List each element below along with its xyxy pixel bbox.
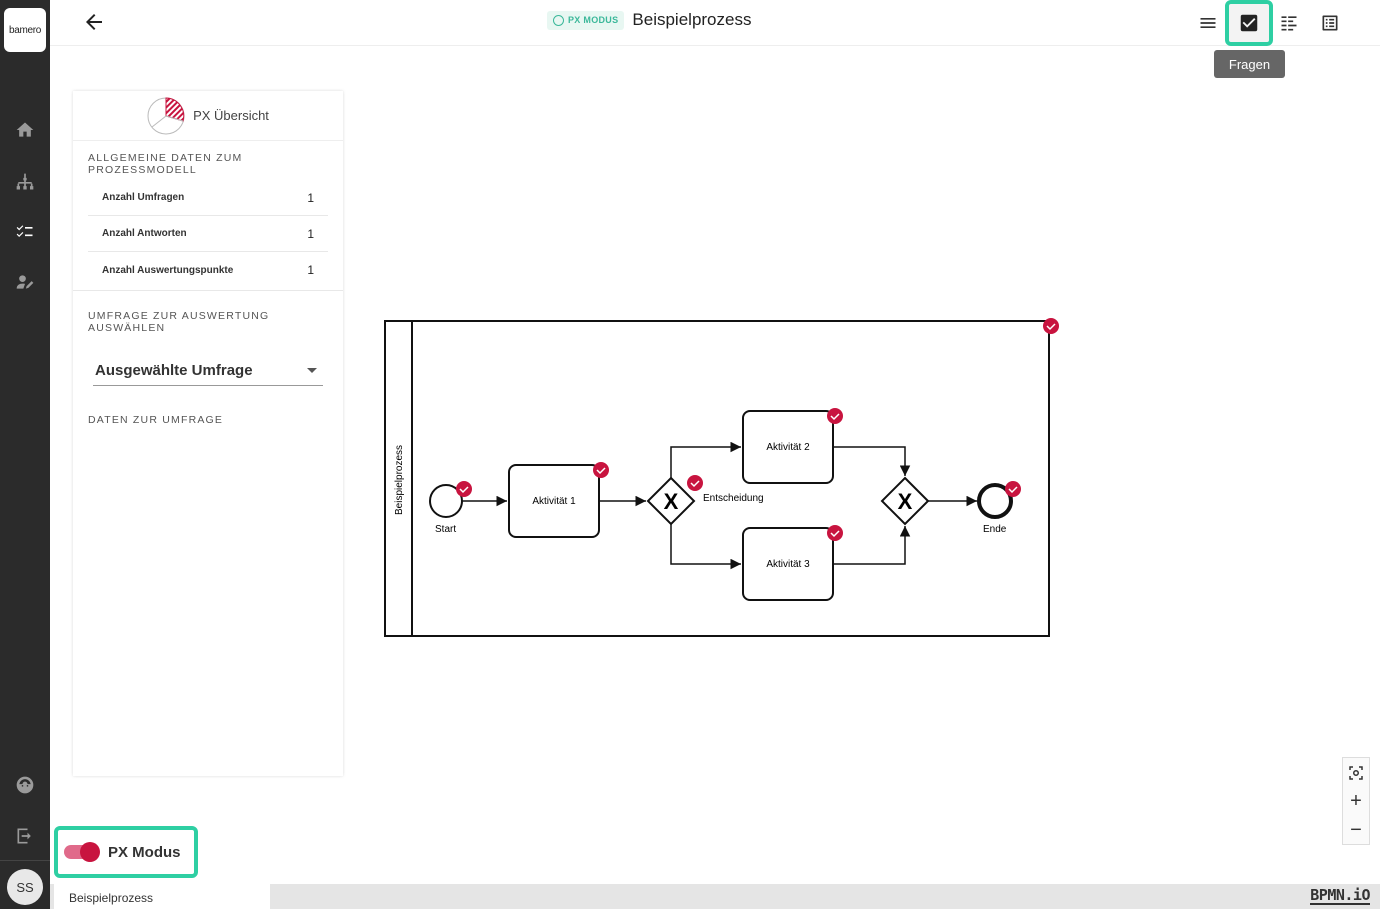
- survey-select-value: Ausgewählte Umfrage: [95, 362, 253, 379]
- bpmn-io-logo[interactable]: BPMN.iO: [1310, 886, 1370, 905]
- check-marker-icon[interactable]: [687, 475, 703, 491]
- task-3-label: Aktivität 3: [766, 559, 810, 570]
- sequence-flows: [462, 441, 977, 570]
- logo-text: bamero: [8, 24, 42, 36]
- check-marker-icon[interactable]: [593, 462, 609, 478]
- general-data-heading: ALLGEMEINE DATEN ZUM PROZESSMODELL: [88, 152, 243, 176]
- zoom-controls: + −: [1342, 757, 1370, 845]
- stat-value: 1: [307, 190, 314, 205]
- stat-row: Anzahl Umfragen 1: [88, 180, 328, 216]
- hierarchy-icon[interactable]: [13, 170, 37, 194]
- check-marker-icon[interactable]: [1043, 318, 1059, 334]
- stat-row: Anzahl Antworten 1: [88, 216, 328, 252]
- survey-select[interactable]: Ausgewählte Umfrage: [93, 356, 323, 386]
- avatar-initials: SS: [16, 879, 34, 895]
- panel-divider: [73, 290, 343, 291]
- questions-button[interactable]: [1225, 0, 1273, 46]
- gateway-x-icon: X: [898, 489, 913, 514]
- bpmn-canvas[interactable]: Beispielprozess Start Aktivität 1 X Ents…: [380, 315, 1070, 650]
- chevron-down-icon: [307, 368, 317, 373]
- task-2-label: Aktivität 2: [766, 442, 810, 453]
- task-1-label: Aktivität 1: [532, 496, 576, 507]
- check-marker-icon[interactable]: [827, 408, 843, 424]
- tab-beispielprozess[interactable]: Beispielprozess: [54, 884, 270, 909]
- top-bar: PX MODUS Beispielprozess: [50, 0, 1380, 46]
- pool-label: Beispielprozess: [394, 445, 405, 515]
- toggle-knob: [80, 842, 100, 862]
- list-icon[interactable]: [1277, 11, 1301, 35]
- stat-label: Anzahl Auswertungspunkte: [102, 264, 234, 276]
- gateway-x-icon: X: [664, 489, 679, 514]
- stat-value: 1: [307, 263, 314, 277]
- checklist-icon[interactable]: [13, 220, 37, 244]
- menu-icon[interactable]: [1196, 11, 1220, 35]
- zoom-out-button[interactable]: −: [1350, 819, 1362, 841]
- px-badge-label: PX MODUS: [568, 15, 619, 25]
- panel-title: PX Übersicht: [193, 108, 269, 123]
- stat-label: Anzahl Umfragen: [102, 192, 185, 203]
- gateway-label: Entscheidung: [703, 493, 764, 504]
- title-area: PX MODUS Beispielprozess: [547, 10, 751, 30]
- avatar[interactable]: SS: [7, 869, 43, 905]
- end-event[interactable]: [977, 483, 1013, 519]
- back-arrow-icon[interactable]: [82, 10, 106, 34]
- evaluation-markers: [456, 318, 1059, 541]
- zoom-in-button[interactable]: +: [1350, 790, 1362, 812]
- fit-view-icon[interactable]: [1343, 758, 1369, 787]
- stats-list: Anzahl Umfragen 1 Anzahl Antworten 1 Anz…: [73, 180, 343, 288]
- panel-header: PX Übersicht: [73, 91, 343, 141]
- pool[interactable]: [384, 320, 1050, 637]
- end-label: Ende: [983, 524, 1007, 535]
- survey-data-heading: DATEN ZUR UMFRAGE: [88, 414, 224, 426]
- gateway-merge[interactable]: [880, 476, 930, 526]
- stat-label: Anzahl Antworten: [102, 228, 187, 239]
- sidebar-divider: [0, 860, 50, 861]
- start-label: Start: [435, 524, 456, 535]
- stat-value: 1: [307, 226, 314, 241]
- px-mode-toggle[interactable]: PX Modus: [54, 826, 198, 878]
- app-logo[interactable]: bamero: [4, 8, 46, 52]
- px-mode-badge: PX MODUS: [547, 10, 625, 30]
- bottom-tab-bar: Beispielprozess BPMN.iO: [50, 884, 1380, 909]
- logout-icon[interactable]: [13, 824, 37, 848]
- support-icon[interactable]: [13, 773, 37, 797]
- page-title: Beispielprozess: [632, 10, 752, 29]
- left-sidebar: bamero SS: [0, 0, 50, 909]
- stat-row: Anzahl Auswertungspunkte 1: [88, 252, 328, 288]
- check-marker-icon[interactable]: [827, 525, 843, 541]
- user-edit-icon[interactable]: [13, 270, 37, 294]
- checkbox-icon: [1240, 14, 1258, 32]
- tooltip: Fragen: [1214, 50, 1285, 78]
- check-marker-icon[interactable]: [1005, 481, 1021, 497]
- home-icon[interactable]: [13, 118, 37, 142]
- pie-chart-icon: [147, 96, 185, 134]
- select-survey-heading: UMFRAGE ZUR AUSWERTUNG AUSWÄHLEN: [88, 310, 270, 334]
- check-marker-icon[interactable]: [456, 481, 472, 497]
- toggle-switch[interactable]: [64, 842, 100, 862]
- px-mode-label: PX Modus: [108, 843, 181, 861]
- table-icon[interactable]: [1318, 11, 1342, 35]
- smiley-icon: [553, 14, 564, 26]
- px-overview-panel: PX Übersicht ALLGEMEINE DATEN ZUM PROZES…: [73, 91, 343, 776]
